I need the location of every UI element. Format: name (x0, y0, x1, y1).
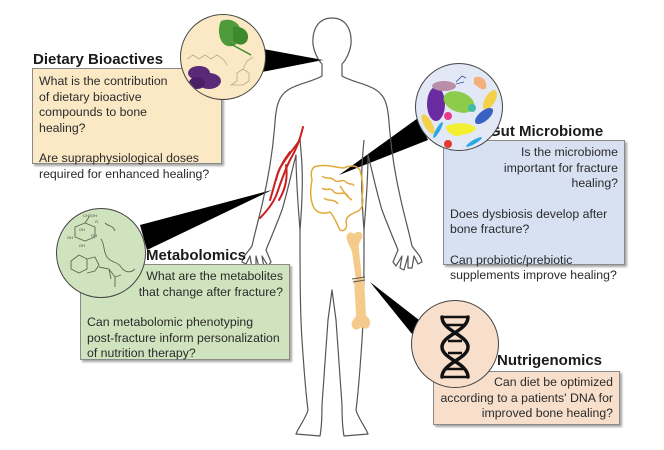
molecule-label: OH (67, 235, 73, 240)
femur-bone (346, 231, 371, 330)
question-text: Can diet be optimized according to a pat… (440, 375, 613, 420)
panel-title-dietary-bioactives: Dietary Bioactives (33, 51, 164, 68)
berries (188, 66, 221, 89)
pointer-nutrigenomics (370, 282, 419, 334)
pointer-metabolomics (140, 190, 272, 250)
microbiome-illustration (421, 75, 497, 148)
pointer-microbiome (339, 118, 428, 175)
question-text: Is the microbiome important for fracture… (503, 145, 618, 190)
question-text: Can metabolomic phenotyping post-fractur… (87, 315, 280, 360)
molecule-label: OH (79, 227, 85, 232)
panel-title-gut-microbiome: Gut Microbiome (489, 123, 604, 140)
molecule-label: OH (79, 243, 85, 248)
panel-box-gut-microbiome: Is the microbiome important for fracture… (443, 140, 625, 282)
panel-title-nutrigenomics: Nutrigenomics (497, 352, 603, 369)
molecule-label: CH2OH (83, 213, 97, 218)
bacteria-icon (415, 63, 503, 151)
dna-helix-icon (411, 300, 499, 388)
chemical-structure-icon: CH2OH O OH OH OH OH (56, 208, 146, 298)
molecule-label: O (95, 219, 98, 224)
panel-title-metabolomics: Metabolomics (146, 247, 247, 264)
panel-box-nutrigenomics: Can diet be optimized according to a pat… (433, 371, 620, 425)
question-text: Does dysbiosis develop after bone fractu… (450, 206, 608, 237)
question-text: Are supraphysiological doses required fo… (39, 151, 210, 181)
leaf-and-berries-icon (180, 14, 266, 100)
dna-illustration (440, 315, 470, 379)
molecule-label: OH (91, 233, 97, 238)
human-body-outline (241, 17, 423, 437)
question-text: What is the contribution of dietary bioa… (39, 74, 168, 135)
question-text: What are the metabolites that change aft… (138, 269, 283, 299)
pointer-dietary (258, 48, 323, 72)
question-text: Can probiotic/prebiotic supplements impr… (450, 252, 617, 283)
dietary-illustration (186, 19, 254, 89)
intestines (309, 164, 364, 232)
panel-box-metabolomics: What are the metabolites that change aft… (80, 264, 290, 360)
blood-vessel (259, 126, 304, 219)
metabolite-structures: CH2OH O OH OH OH OH (67, 213, 136, 287)
